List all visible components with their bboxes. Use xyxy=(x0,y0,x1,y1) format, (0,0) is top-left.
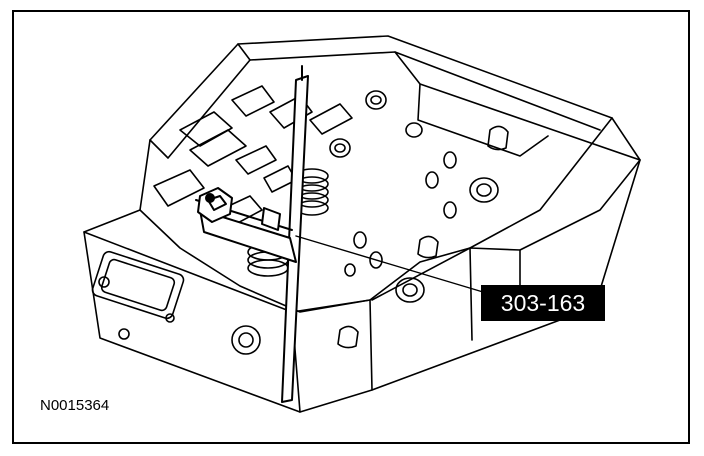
tool-number-callout: 303-163 xyxy=(481,285,605,321)
cylinder-head-casting xyxy=(83,35,641,413)
special-tool-303-163 xyxy=(195,65,309,403)
figure-id-label: N0015364 xyxy=(40,397,110,414)
cam-bearing-bosses xyxy=(329,90,509,349)
intake-ports xyxy=(91,250,261,355)
figure-frame xyxy=(12,10,690,444)
callout-leader-line xyxy=(295,235,484,293)
